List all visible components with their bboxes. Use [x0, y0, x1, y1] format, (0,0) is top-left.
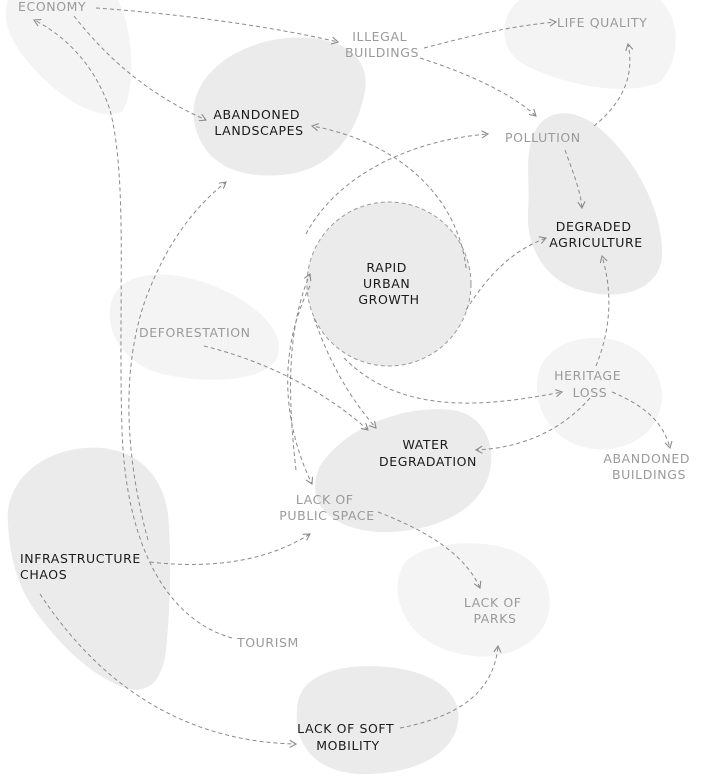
- label-layer: ECONOMY ILLEGAL BUILDINGS LIFE QUALITY A…: [18, 0, 694, 753]
- blob-lack-of-soft-mobility: [296, 666, 459, 775]
- arrow-economy-to-illegal-buildings: [95, 7, 340, 45]
- arrow-layer: [33, 7, 673, 748]
- arrow-illegal-buildings-to-pollution: [419, 57, 537, 117]
- arrow-pollution-to-degraded-agriculture: [564, 149, 586, 210]
- arrow-pollution-to-life-quality: [593, 42, 634, 127]
- node-infrastructure-chaos: INFRASTRUCTURE CHAOS: [20, 551, 145, 582]
- node-pollution: POLLUTION: [505, 130, 581, 145]
- arrow-growth-to-abandoned-landscapes: [310, 123, 467, 269]
- blob-water-degradation: [315, 409, 492, 533]
- blob-rapid-urban-growth: [306, 201, 472, 367]
- arrow-public-space-to-lack-of-parks: [377, 511, 482, 589]
- node-water-degradation: WATER DEGRADATION: [379, 437, 477, 469]
- blob-deforestation: [109, 274, 279, 380]
- blob-heritage-loss: [536, 337, 662, 450]
- blob-abandoned-landscapes: [193, 37, 366, 176]
- blob-infrastructure-chaos: [7, 447, 171, 690]
- arrow-deforestation-to-water-degradation: [203, 345, 369, 431]
- blob-lack-of-parks: [397, 543, 550, 657]
- arrow-economy-to-abandoned-landscapes: [73, 15, 207, 122]
- arrow-heritage-loss-to-abandoned-buildings: [611, 391, 673, 450]
- node-lack-of-parks: LACK OF PARKS: [464, 595, 526, 626]
- arrow-growth-to-water-degradation: [313, 317, 377, 429]
- blob-life-quality: [504, 0, 676, 89]
- blob-degraded-agriculture: [527, 113, 663, 295]
- node-heritage-loss: HERITAGE LOSS: [554, 368, 626, 400]
- node-deforestation: DEFORESTATION: [139, 325, 251, 340]
- arrow-illegal-buildings-to-life-quality: [423, 18, 558, 49]
- node-lack-of-public-space: LACK OF PUBLIC SPACE: [279, 492, 374, 523]
- arrow-heritage-loss-to-water-degradation: [474, 397, 591, 454]
- arrow-soft-mobility-to-lack-of-parks: [399, 644, 502, 729]
- arrow-infrastructure-to-abandoned-landscapes: [128, 181, 227, 541]
- node-degraded-agriculture: DEGRADED AGRICULTURE: [549, 219, 642, 250]
- node-lack-of-soft-mobility: LACK OF SOFT MOBILITY: [297, 721, 399, 753]
- arrow-heritage-loss-to-degraded-agriculture: [595, 254, 610, 367]
- arrow-growth-to-heritage-loss: [343, 357, 564, 404]
- node-tourism: TOURISM: [236, 635, 299, 650]
- node-abandoned-landscapes: ABANDONED LANDSCAPES: [213, 107, 304, 138]
- arrow-tourism-to-economy: [33, 19, 233, 639]
- arrow-infrastructure-to-public-space: [149, 533, 311, 565]
- node-illegal-buildings: ILLEGAL BUILDINGS: [345, 29, 419, 60]
- arrow-growth-to-degraded-agriculture: [465, 236, 548, 311]
- node-rapid-urban-growth: RAPID URBAN GROWTH: [358, 260, 419, 307]
- arrow-growth-to-lack-of-public-space: [287, 285, 314, 485]
- node-economy: ECONOMY: [18, 0, 86, 14]
- arrow-lack-of-public-space-to-growth: [290, 272, 312, 471]
- blob-layer: [5, 0, 676, 775]
- node-abandoned-buildings: ABANDONED BUILDINGS: [603, 451, 694, 482]
- blob-economy: [5, 0, 132, 115]
- node-life-quality: LIFE QUALITY: [557, 15, 647, 30]
